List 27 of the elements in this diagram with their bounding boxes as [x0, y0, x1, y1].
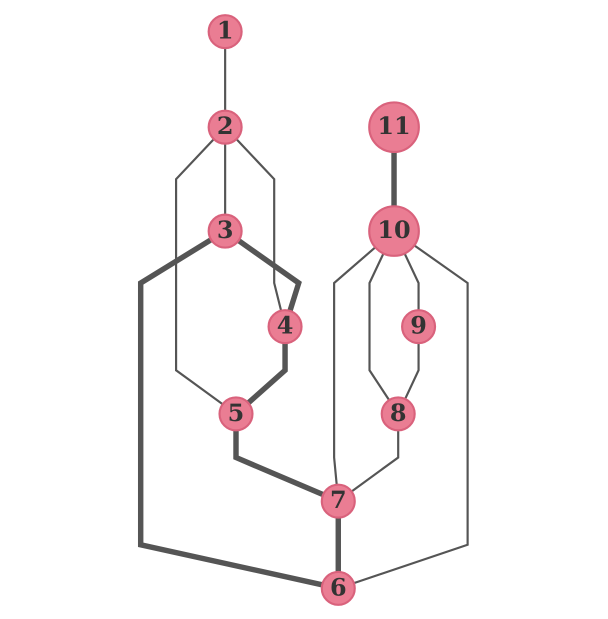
connector	[138, 236, 323, 587]
connector	[368, 252, 390, 400]
node-circle: 3	[207, 213, 243, 248]
node-circle: 7	[320, 483, 356, 518]
node-circle: 1	[207, 14, 243, 49]
node-circle: 9	[400, 308, 436, 344]
connector	[224, 143, 226, 214]
connector	[236, 238, 302, 312]
node-circle: 11	[368, 100, 420, 153]
connector	[353, 244, 469, 584]
node-circle: 4	[267, 308, 302, 344]
connector	[224, 48, 226, 110]
connector	[335, 517, 341, 572]
connector	[332, 246, 376, 484]
node-circle: 8	[380, 396, 416, 431]
node-circle: 6	[320, 570, 356, 606]
connector	[403, 252, 420, 310]
connector	[391, 151, 397, 206]
node-circle: 5	[218, 396, 254, 431]
node-circle: 10	[368, 204, 420, 256]
connector	[404, 342, 420, 399]
connector	[236, 138, 282, 310]
connector	[174, 138, 224, 405]
node-circle: 2	[207, 109, 243, 144]
connector	[233, 430, 324, 497]
connector	[246, 342, 288, 404]
connector	[350, 430, 400, 492]
